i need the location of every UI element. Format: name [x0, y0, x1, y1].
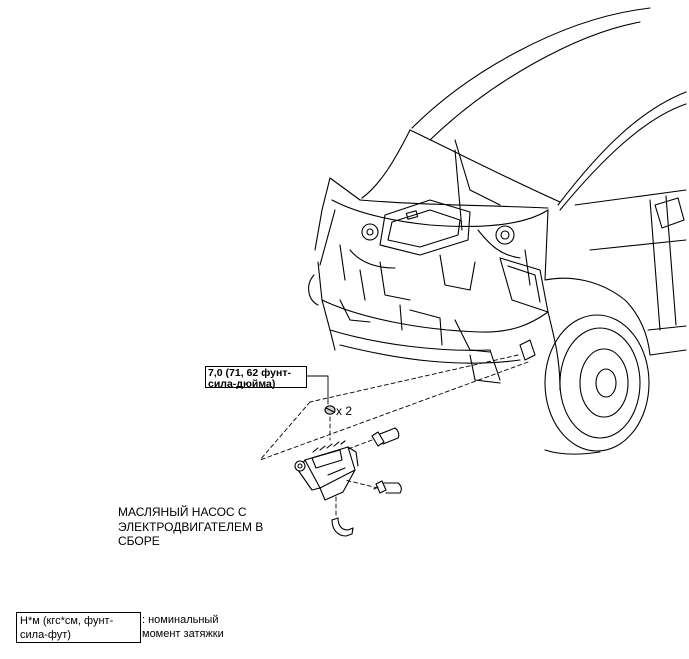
part-name-label: МАСЛЯНЫЙ НАСОС С ЭЛЕКТРОДВИГАТЕЛЕМ В СБО…: [118, 505, 263, 549]
hose-connector: [373, 480, 402, 494]
bolt-icon: [324, 405, 336, 415]
legend-desc-line-2: момент затяжки: [142, 628, 224, 640]
clamp: [331, 517, 354, 537]
part-label-line-1: МАСЛЯНЫЙ НАСОС С: [118, 505, 247, 519]
oil-pump-motor-assembly: [294, 440, 359, 501]
legend-unit-line-1: Н*м (кгс*см, фунт-: [20, 615, 114, 627]
legend-description: : номинальный момент затяжки: [142, 613, 224, 641]
part-label-line-2: ЭЛЕКТРОДВИГАТЕЛЕМ В: [118, 519, 264, 534]
part-label-line-3: СБОРЕ: [118, 534, 160, 548]
legend-desc-line-1: : номинальный: [142, 614, 219, 626]
legend-unit-line-2: сила-фут): [20, 629, 71, 641]
torque-specification-callout: 7,0 (71, 62 фунт- сила-дюйма): [205, 366, 307, 390]
vehicle-front-illustration: [308, 7, 687, 455]
torque-line-1: 7,0 (71, 62 фунт-: [208, 367, 291, 379]
legend-unit-box: Н*м (кгс*см, фунт- сила-фут): [16, 612, 141, 643]
hose-connector: [371, 427, 400, 447]
bolt-quantity: x 2: [336, 404, 353, 418]
torque-line-2: сила-дюйма): [208, 378, 276, 390]
